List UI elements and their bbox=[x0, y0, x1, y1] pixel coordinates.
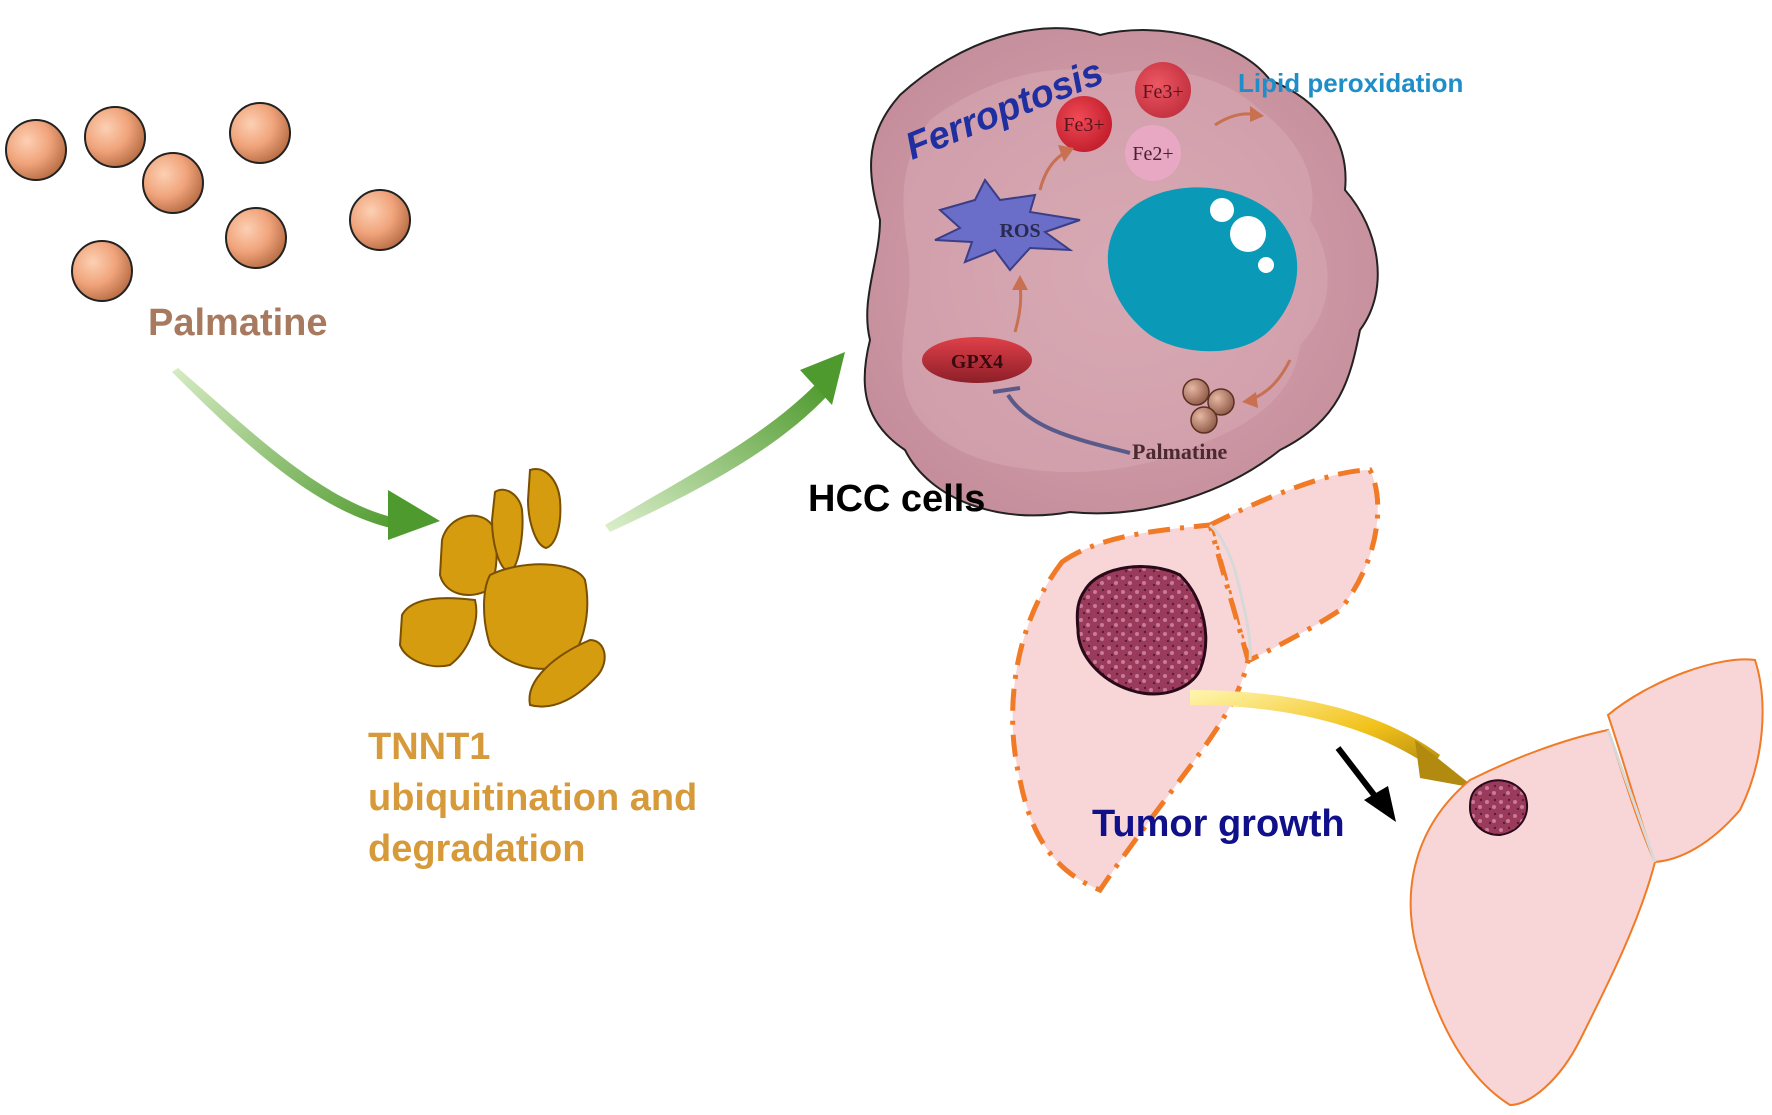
palmatine-ball bbox=[84, 106, 146, 168]
gpx4-label: GPX4 bbox=[951, 351, 1003, 373]
yellow-arrow bbox=[1190, 690, 1475, 788]
vesicle bbox=[1230, 216, 1266, 252]
palmatine-ball bbox=[225, 207, 287, 269]
tumor-large bbox=[1075, 565, 1208, 696]
fe2-label: Fe2+ bbox=[1132, 143, 1173, 165]
lipid-peroxidation-label: Lipid peroxidation bbox=[1238, 68, 1463, 98]
fe3-ion-top bbox=[1135, 62, 1191, 118]
tnnt1-label: TNNT1 ubiquitination and degradation bbox=[368, 726, 697, 870]
liver-small bbox=[1409, 658, 1764, 1107]
gpx4-to-ros-arrowhead bbox=[1012, 275, 1028, 290]
cell-palmatine-label: Palmatine bbox=[1132, 439, 1228, 464]
ros-star: ROS bbox=[934, 178, 1081, 272]
vesicle bbox=[1210, 198, 1234, 222]
ros-to-fe-arrowhead bbox=[1058, 145, 1074, 162]
tnnt1-protein-cluster bbox=[398, 468, 606, 708]
cell-palmatine bbox=[1182, 378, 1235, 434]
entry-arrowhead bbox=[1242, 392, 1258, 408]
palmatine-ball bbox=[5, 119, 67, 181]
fe3-label: Fe3+ bbox=[1063, 114, 1104, 136]
hcc-cell bbox=[863, 27, 1379, 517]
iron-ions: Fe3+ Fe3+ Fe2+ bbox=[1056, 62, 1191, 181]
palmatine-molecules bbox=[5, 102, 411, 302]
inhibition-bar bbox=[992, 386, 1021, 394]
palmatine-inhibits-gpx4 bbox=[1006, 393, 1131, 455]
tnnt1-label-line3: degradation bbox=[368, 828, 585, 870]
palmatine-ball bbox=[142, 152, 204, 214]
palmatine-ball bbox=[229, 102, 291, 164]
fe2-ion bbox=[1125, 125, 1181, 181]
ros-label: ROS bbox=[999, 220, 1040, 242]
palmatine-ball bbox=[349, 189, 411, 251]
green-arrow-up bbox=[605, 352, 845, 532]
hcc-cells-label: HCC cells bbox=[808, 478, 985, 520]
tnnt1-label-line2: ubiquitination and bbox=[368, 777, 697, 819]
tumor-growth-label: Tumor growth bbox=[1092, 803, 1345, 845]
fe-to-lipid-arrowhead bbox=[1250, 106, 1264, 122]
fe3-top-label: Fe3+ bbox=[1142, 81, 1183, 103]
palmatine-ball bbox=[71, 240, 133, 302]
fe3-ion bbox=[1056, 96, 1112, 152]
palmatine-label: Palmatine bbox=[148, 302, 328, 344]
vesicle bbox=[1258, 257, 1274, 273]
decrease-arrow bbox=[1335, 746, 1396, 822]
liver-large bbox=[1010, 467, 1381, 894]
tnnt1-label-line1: TNNT1 bbox=[368, 726, 490, 768]
tumor-small bbox=[1468, 779, 1528, 837]
green-arrow-down bbox=[172, 368, 440, 540]
gpx4: GPX4 bbox=[922, 337, 1032, 383]
